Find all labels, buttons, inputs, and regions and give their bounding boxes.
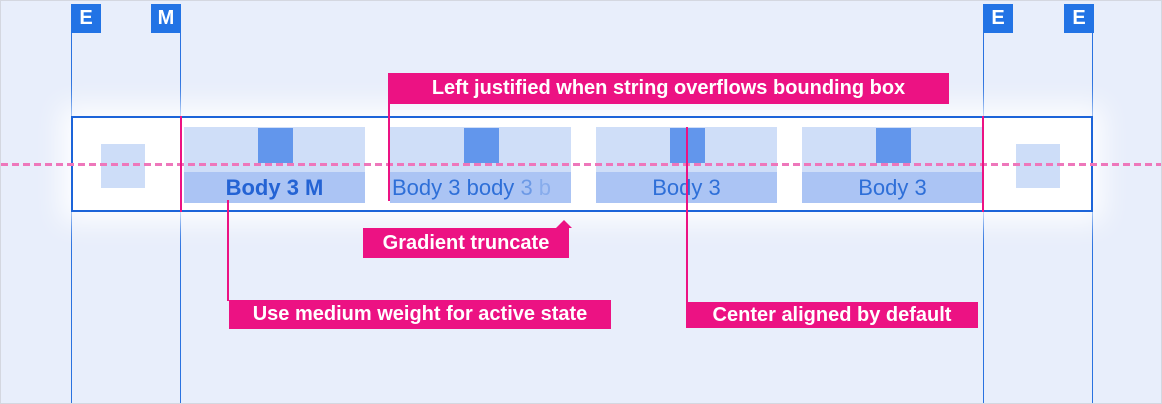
guide-line-e-left (71, 33, 72, 403)
annotation-gradient-text: Gradient truncate (382, 231, 550, 254)
tab-label-text-fade-end: b (538, 175, 552, 200)
spacing-marker-e-right-outer: E (1064, 4, 1094, 33)
connector-center-aligned (686, 127, 688, 303)
tab-label-truncated: Body 3 body 3 b (390, 172, 571, 203)
guide-line-m (180, 33, 181, 403)
guide-line-e-right-inner (983, 33, 984, 403)
tab-label-default: Body 3 (802, 172, 983, 203)
spacing-marker-m: M (151, 4, 181, 33)
leading-spacer-square (101, 144, 145, 188)
tab-label-text-fade-mid: 3 (520, 175, 539, 200)
annotation-medium-weight: Use medium weight for active state (229, 300, 611, 329)
annotation-left-justified: Left justified when string overflows bou… (388, 73, 949, 104)
tab-area-right-boundary-line (982, 116, 984, 212)
connector-medium-weight (227, 200, 229, 301)
tab-icon (257, 128, 293, 163)
tab-icon (463, 128, 499, 163)
guide-line-e-right-outer (1092, 33, 1093, 403)
spacing-marker-e-left: E (71, 4, 101, 33)
spacing-marker-e-right-inner: E (983, 4, 1013, 33)
annotation-center-aligned: Center aligned by default (686, 302, 978, 328)
annotation-gradient-truncate: Gradient truncate (363, 220, 572, 258)
connector-left-justified (388, 104, 390, 201)
trailing-spacer-square (1016, 144, 1060, 188)
baseline-dashed-line (1, 163, 1161, 166)
tab-label-text-start: Body 3 body (392, 175, 521, 200)
tab-icon (875, 128, 911, 163)
caret-up-icon (556, 220, 572, 228)
tab-label-active: Body 3 M (184, 172, 365, 203)
tab-area-left-boundary-line (180, 116, 182, 212)
